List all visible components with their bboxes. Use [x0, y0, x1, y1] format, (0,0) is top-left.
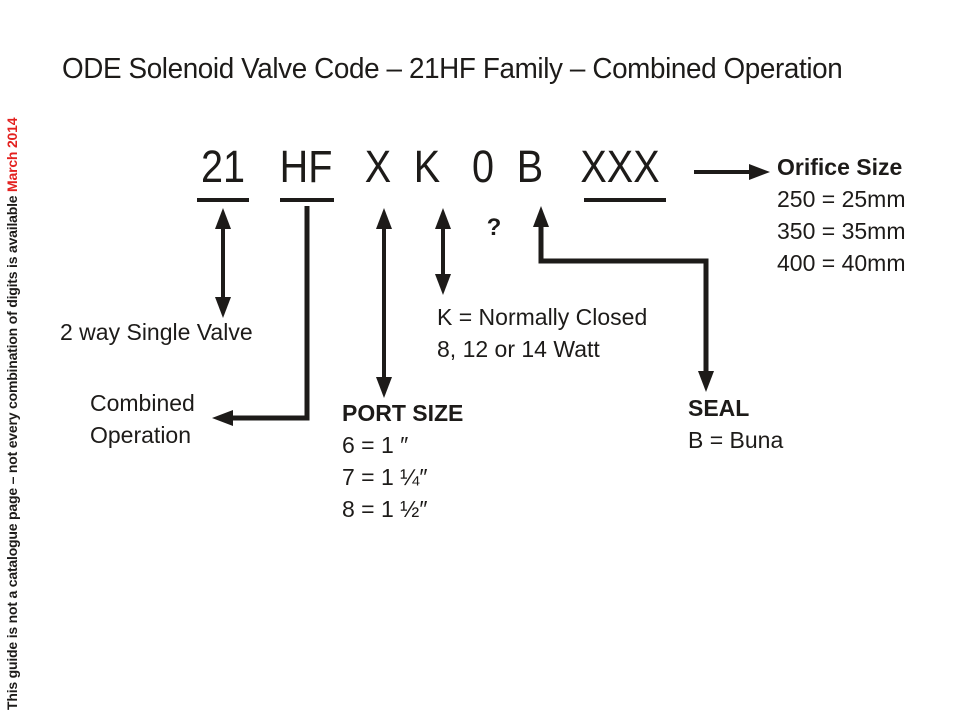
underline-21 — [197, 198, 249, 202]
code-segment-0: 0 — [471, 141, 495, 192]
callout-seal: SEAL B = Buna — [688, 392, 783, 456]
orifice-size-item: 250 = 25mm — [777, 186, 906, 212]
code-segment-hf: HF — [279, 141, 333, 192]
code-segment-xxx: XXX — [580, 141, 660, 192]
orifice-size-item: 400 = 40mm — [777, 250, 906, 276]
connector-hf-combined — [212, 206, 310, 426]
connector-b-seal — [533, 206, 714, 392]
callout-orifice-size: Orifice Size 250 = 25mm 350 = 35mm 400 =… — [777, 151, 906, 279]
question-mark: ? — [486, 214, 502, 241]
port-size-item: 8 = 1 ½″ — [342, 496, 428, 522]
combined-line-2: Operation — [90, 422, 192, 448]
port-size-item: 7 = 1 ¼″ — [342, 464, 428, 490]
callout-combined-operation: Combined Operation — [90, 387, 195, 451]
port-size-item: 6 = 1 ″ — [342, 432, 409, 458]
arrow-x-port-size — [376, 208, 392, 398]
callout-two-way-valve: 2 way Single Valve — [60, 316, 253, 348]
code-segment-21: 21 — [200, 141, 246, 192]
arrow-21-two-way — [215, 208, 231, 318]
seal-title: SEAL — [688, 395, 750, 421]
arrow-xxx-orifice — [694, 164, 770, 180]
underline-xxx — [584, 198, 666, 202]
seal-value: B = Buna — [688, 427, 784, 453]
code-segment-k: K — [413, 141, 441, 192]
page-title: ODE Solenoid Valve Code – 21HF Family – … — [62, 53, 843, 85]
normally-closed-line-2: 8, 12 or 14 Watt — [437, 336, 600, 362]
combined-line-1: Combined — [90, 390, 195, 416]
underline-hf — [280, 198, 334, 202]
port-size-title: PORT SIZE — [342, 400, 464, 426]
arrow-k-normally-closed — [435, 208, 451, 295]
normally-closed-line-1: K = Normally Closed — [437, 304, 648, 330]
orifice-size-title: Orifice Size — [777, 154, 903, 180]
orifice-size-item: 350 = 35mm — [777, 218, 906, 244]
callout-port-size: PORT SIZE 6 = 1 ″ 7 = 1 ¼″ 8 = 1 ½″ — [342, 397, 463, 525]
two-way-valve-label: 2 way Single Valve — [60, 319, 253, 345]
code-segment-x: X — [364, 141, 392, 192]
callout-normally-closed: K = Normally Closed 8, 12 or 14 Watt — [437, 301, 647, 365]
code-segment-b: B — [516, 141, 544, 192]
